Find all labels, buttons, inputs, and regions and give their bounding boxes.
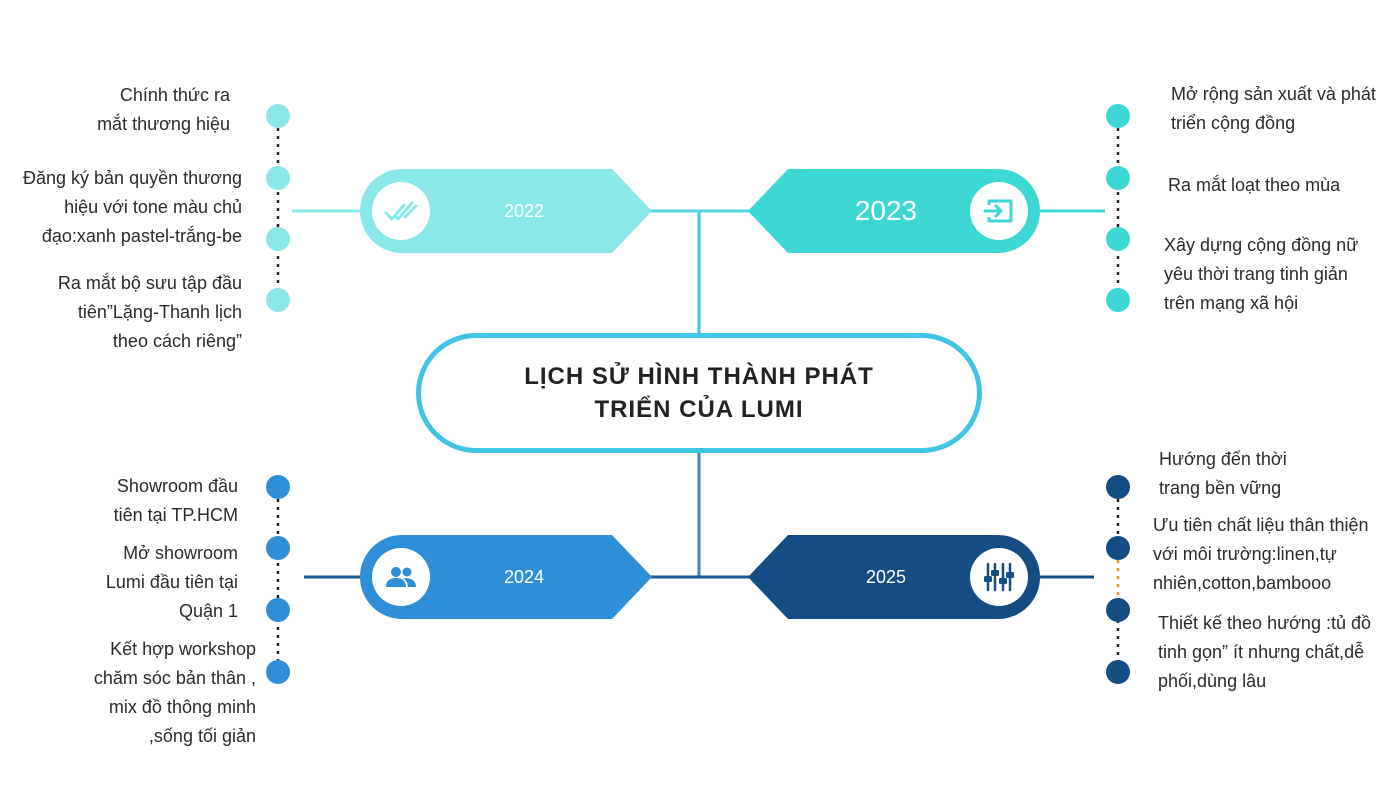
note-2025-3: Thiết kế theo hướng :tủ đồ tinh gọn” ít …: [1158, 613, 1371, 691]
note-2022-1: Chính thức ra mắt thương hiệu: [97, 85, 230, 134]
dots-2023: [1106, 104, 1130, 312]
banner-2023: [748, 169, 1040, 253]
banner-2024: [360, 535, 652, 619]
dot-2023-1: [1106, 104, 1130, 128]
note-2024-2: Mở showroom Lumi đầu tiên tại Quận 1: [105, 543, 238, 621]
note-2022-3: Ra mắt bộ sưu tập đầu tiên”Lặng-Thanh lị…: [57, 273, 242, 351]
note-2023-3: Xây dựng cộng đồng nữ yêu thời trang tin…: [1164, 235, 1359, 313]
note-2025-2: Ưu tiên chất liệu thân thiện với môi trư…: [1153, 515, 1369, 593]
dot-2022-2: [266, 166, 290, 190]
note-2024-1: Showroom đầu tiên tại TP.HCM: [113, 476, 238, 525]
year-label-2025: 2025: [865, 567, 907, 587]
sliders-icon: [970, 548, 1028, 606]
dot-2024-3: [266, 598, 290, 622]
dot-2023-4: [1106, 288, 1130, 312]
dot-2024-2: [266, 536, 290, 560]
dot-2025-2: [1106, 536, 1130, 560]
banner-2022: [360, 169, 652, 253]
dots-2025: [1106, 475, 1130, 684]
dot-2022-3: [266, 227, 290, 251]
note-2023-2: Ra mắt loạt theo mùa: [1168, 175, 1341, 195]
dot-2024-4: [266, 660, 290, 684]
banner-2025: [748, 535, 1040, 619]
year-label-2023: 2023: [854, 195, 918, 226]
year-label-2024: 2024: [503, 567, 545, 587]
dot-2024-1: [266, 475, 290, 499]
note-2025-1: Hướng đến thời trang bền vững: [1159, 449, 1287, 498]
page-title: LỊCH SỬ HÌNH THÀNH PHÁT TRIỂN CỦA LUMI: [524, 363, 874, 423]
note-2022-2: Đăng ký bản quyền thương hiệu với tone m…: [23, 168, 242, 246]
dot-2022-1: [266, 104, 290, 128]
dot-2023-2: [1106, 166, 1130, 190]
center-title-box: LỊCH SỬ HÌNH THÀNH PHÁT TRIỂN CỦA LUMI: [416, 333, 982, 453]
double-check-icon: [372, 182, 430, 240]
dot-2025-3: [1106, 598, 1130, 622]
dot-2022-4: [266, 288, 290, 312]
dot-2025-4: [1106, 660, 1130, 684]
dot-2025-1: [1106, 475, 1130, 499]
dots-2022: [266, 104, 290, 312]
dots-2024: [266, 475, 290, 684]
users-icon: [372, 548, 430, 606]
note-2024-3: Kết hợp workshop chăm sóc bản thân , mix…: [93, 639, 256, 746]
note-2023-1: Mở rộng sản xuất và phát triển cộng đồng: [1171, 84, 1376, 133]
year-label-2022: 2022: [503, 201, 545, 221]
dot-2023-3: [1106, 227, 1130, 251]
sign-in-icon: [970, 182, 1028, 240]
